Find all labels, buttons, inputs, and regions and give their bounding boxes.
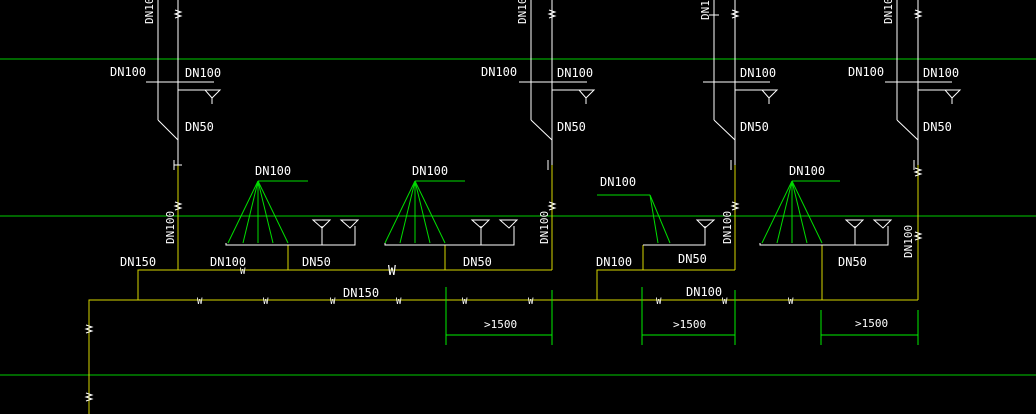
w-markers: W W W W W W W W W W W	[197, 264, 794, 307]
label-dn150: DN150	[120, 255, 156, 269]
label-dn50: DN50	[838, 255, 867, 269]
label-dn100: DN100	[848, 65, 884, 79]
w-marker: W	[197, 297, 203, 307]
label-dn50: DN50	[557, 120, 586, 134]
w-marker-large: W	[388, 264, 396, 279]
dimension-label: >1500	[673, 318, 706, 331]
w-marker: W	[656, 297, 662, 307]
label-dn100: DN100	[210, 255, 246, 269]
label-dn100: DN100	[789, 164, 825, 178]
w-marker: W	[788, 297, 794, 307]
label-dn100-vertical: DN100	[164, 211, 177, 244]
label-dn50: DN50	[923, 120, 952, 134]
riser-funnels	[178, 89, 962, 104]
header-pipe-2	[596, 269, 735, 300]
w-marker: W	[240, 267, 246, 277]
label-dn100: DN100	[600, 175, 636, 189]
header-pipe-1	[137, 269, 552, 300]
label-dn100: DN100	[740, 66, 776, 80]
pipe-labels: DN100 DN100 DN50 DN100 DN100 DN50 DN100 …	[110, 65, 959, 300]
w-marker: W	[462, 297, 468, 307]
label-dn100-vertical: DN100	[721, 211, 734, 244]
label-dn100-vertical: DN100	[902, 225, 915, 258]
label-dn100: DN100	[686, 285, 722, 299]
valve-marks	[84, 9, 923, 402]
label-dn50: DN50	[740, 120, 769, 134]
label-dn50: DN50	[678, 252, 707, 266]
fixture-rails	[225, 219, 893, 246]
w-marker: W	[722, 297, 728, 307]
pipe-network	[88, 165, 919, 414]
w-marker: W	[330, 297, 336, 307]
vertical-labels: DN10 DN10 DN1 DN10 DN100 DN100 DN100 DN1…	[143, 0, 915, 258]
w-marker: W	[263, 297, 269, 307]
label-dn10-vertical: DN10	[882, 0, 895, 24]
risers-upper	[146, 0, 952, 170]
label-dn100: DN100	[923, 66, 959, 80]
dimension-lines	[445, 287, 919, 345]
dimension-label: >1500	[484, 318, 517, 331]
w-marker: W	[396, 297, 402, 307]
label-dn100: DN100	[596, 255, 632, 269]
label-dn100: DN100	[110, 65, 146, 79]
label-dn50: DN50	[185, 120, 214, 134]
label-dn50: DN50	[463, 255, 492, 269]
w-marker: W	[528, 297, 534, 307]
label-dn100: DN100	[255, 164, 291, 178]
label-dn1-vertical: DN1	[699, 0, 712, 20]
label-dn10-vertical: DN10	[143, 0, 156, 24]
label-dn150: DN150	[343, 286, 379, 300]
label-dn100-vertical: DN100	[538, 211, 551, 244]
dimension-label: >1500	[855, 317, 888, 330]
dimension-labels: >1500 >1500 >1500	[484, 317, 888, 331]
label-dn100: DN100	[185, 66, 221, 80]
label-dn100: DN100	[481, 65, 517, 79]
label-dn100: DN100	[557, 66, 593, 80]
grid-lines	[0, 58, 1036, 376]
branch-fans	[227, 180, 840, 244]
label-dn50: DN50	[302, 255, 331, 269]
label-dn100: DN100	[412, 164, 448, 178]
label-dn10-vertical: DN10	[516, 0, 529, 24]
